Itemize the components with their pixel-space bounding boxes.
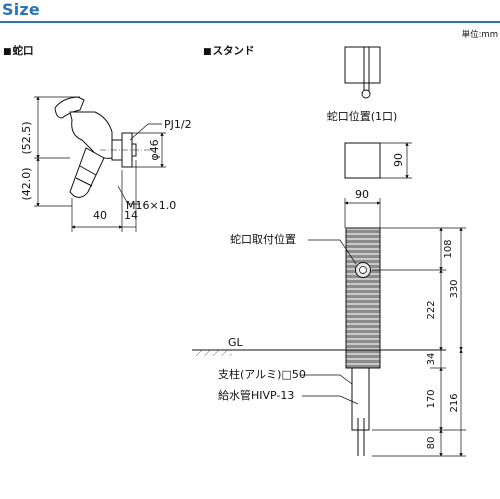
dim-34: 34: [426, 353, 437, 366]
stand-front-view: [345, 227, 381, 456]
faucet-thread-pj: PJ1/2: [164, 118, 192, 131]
dim-330: 330: [449, 279, 460, 298]
faucet-flange-14: 14: [124, 209, 138, 222]
faucet-lower-height: (42.0): [20, 167, 33, 200]
vertical-dimensions: [372, 227, 466, 457]
faucet-width-40: 40: [93, 209, 107, 222]
stand-post: [345, 227, 381, 369]
title-rule: [0, 21, 500, 23]
faucet-upper-height: (52.5): [20, 121, 33, 154]
stand-top-view-faucet: [344, 46, 381, 99]
underground-post: [351, 367, 370, 431]
stand-heading-label: スタンド: [212, 45, 255, 57]
faucet-section-heading: ■蛇口: [3, 43, 34, 58]
unit-label: 単位:mm: [461, 30, 498, 40]
section-marker: ■: [203, 47, 212, 57]
faucet-diameter-label: φ46: [148, 139, 161, 160]
dim-170: 170: [426, 389, 437, 408]
faucet-drawing: [54, 96, 150, 198]
faucet-mount-label: 蛇口取付位置: [230, 232, 296, 246]
ground-line: [192, 349, 446, 356]
pipe-label: 給水管HIVP-13: [218, 388, 294, 402]
dim-216: 216: [449, 393, 460, 412]
dim-80: 80: [426, 437, 437, 450]
top-view-caption: 蛇口位置(1口): [327, 109, 398, 123]
faucet-thread-m: M16×1.0: [126, 199, 176, 212]
section-marker: ■: [3, 47, 12, 57]
front-width-label: 90: [355, 188, 369, 201]
dim-222: 222: [426, 300, 437, 319]
faucet-spout: [69, 147, 105, 198]
dim-108: 108: [443, 239, 454, 258]
stand-section-heading: ■スタンド: [203, 43, 255, 58]
faucet-dimensions: [34, 96, 166, 232]
post-label: 支柱(アルミ)□50: [218, 367, 306, 381]
top-view-size: 90: [392, 153, 405, 167]
faucet-heading-label: 蛇口: [12, 45, 34, 57]
stand-top-view-square: [344, 142, 412, 179]
front-width-dimension: [344, 198, 381, 228]
page-title: Size: [2, 0, 40, 19]
ground-label: GL: [228, 336, 244, 349]
